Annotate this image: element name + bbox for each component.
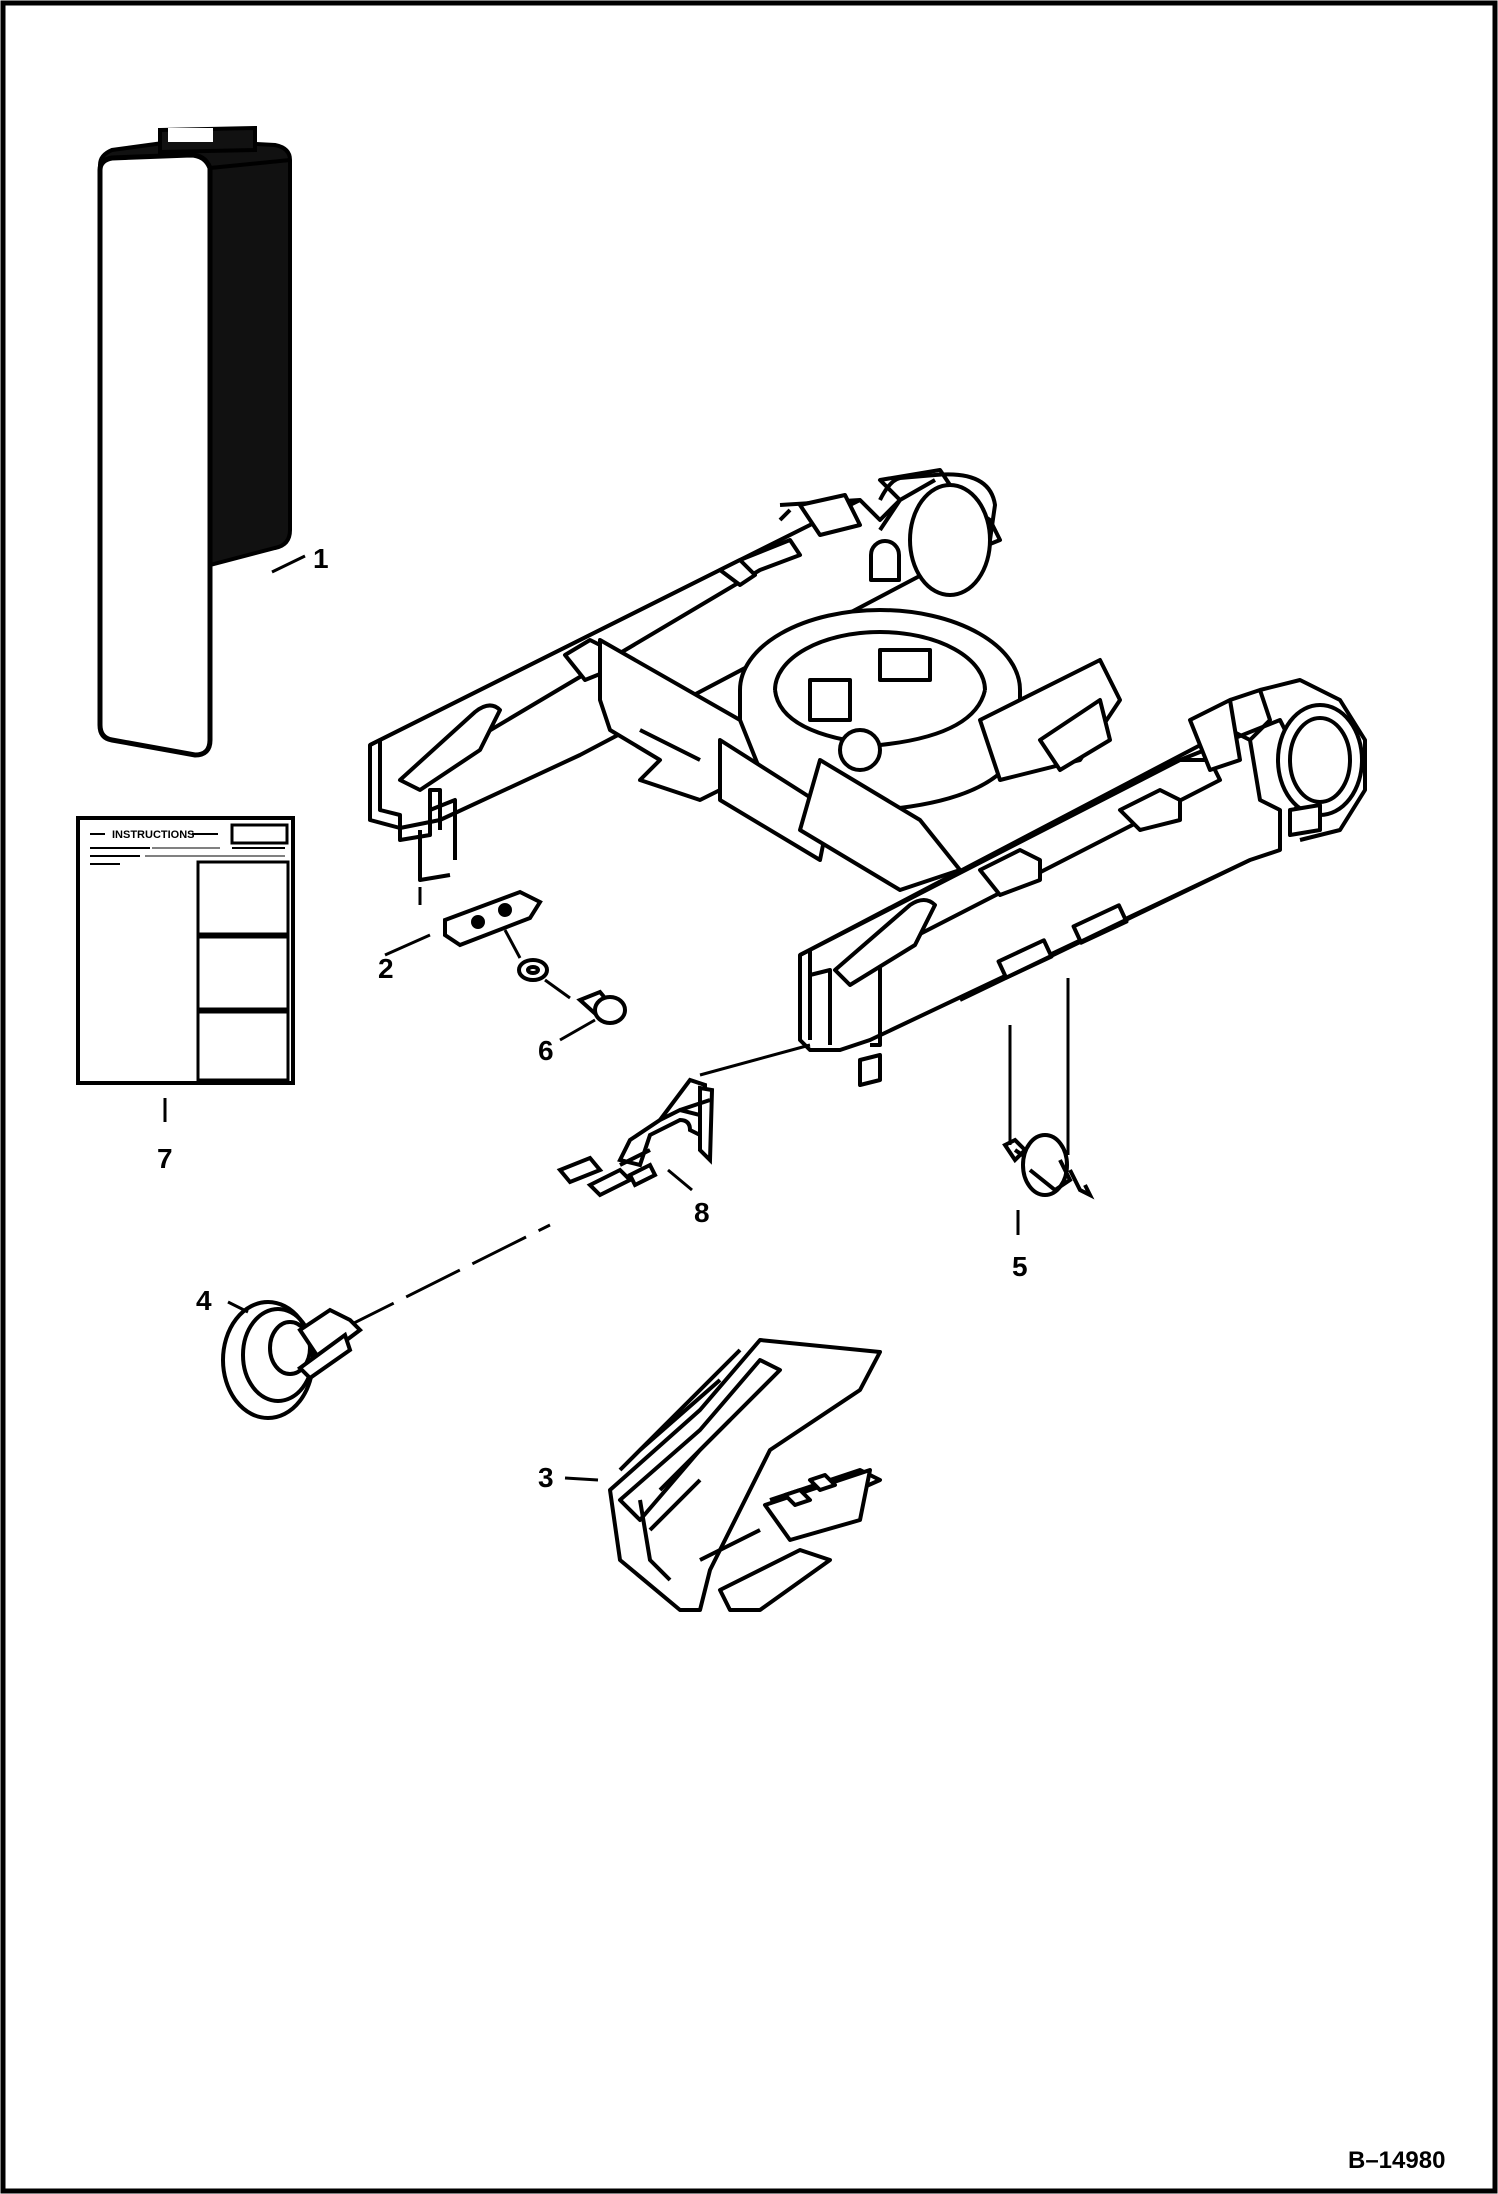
track-roller (1002, 1133, 1095, 1200)
mounting-plate (443, 889, 543, 948)
leader-6 (559, 1018, 596, 1042)
callout-4: 4 (196, 1285, 212, 1316)
bolt (576, 989, 627, 1025)
undercarriage-frame (368, 468, 1367, 1087)
callout-8: 8 (694, 1197, 710, 1228)
leader-2 (384, 933, 431, 957)
track-adjuster (556, 1077, 715, 1198)
callout-7: 7 (157, 1143, 173, 1174)
axis-line-idler (339, 1223, 551, 1332)
rubber-track (608, 1338, 882, 1612)
callout-2: 2 (378, 953, 394, 984)
leader-1 (271, 554, 306, 574)
manual-binder (97, 125, 292, 758)
leader-8 (667, 1168, 693, 1192)
leader-3 (564, 1476, 599, 1482)
leader-4 (227, 1300, 249, 1314)
washer (517, 958, 549, 982)
instruction-sheet: INSTRUCTIONS (76, 816, 295, 1085)
figure-id: B–14980 (1348, 2147, 1445, 2174)
callout-6: 6 (538, 1035, 554, 1066)
idler-wheel (221, 1300, 364, 1420)
callout-1: 1 (313, 543, 329, 574)
callout-3: 3 (538, 1462, 554, 1493)
callout-5: 5 (1012, 1251, 1028, 1282)
instruction-sheet-title: INSTRUCTIONS (112, 829, 195, 841)
axis-line-adjuster (699, 1043, 811, 1077)
